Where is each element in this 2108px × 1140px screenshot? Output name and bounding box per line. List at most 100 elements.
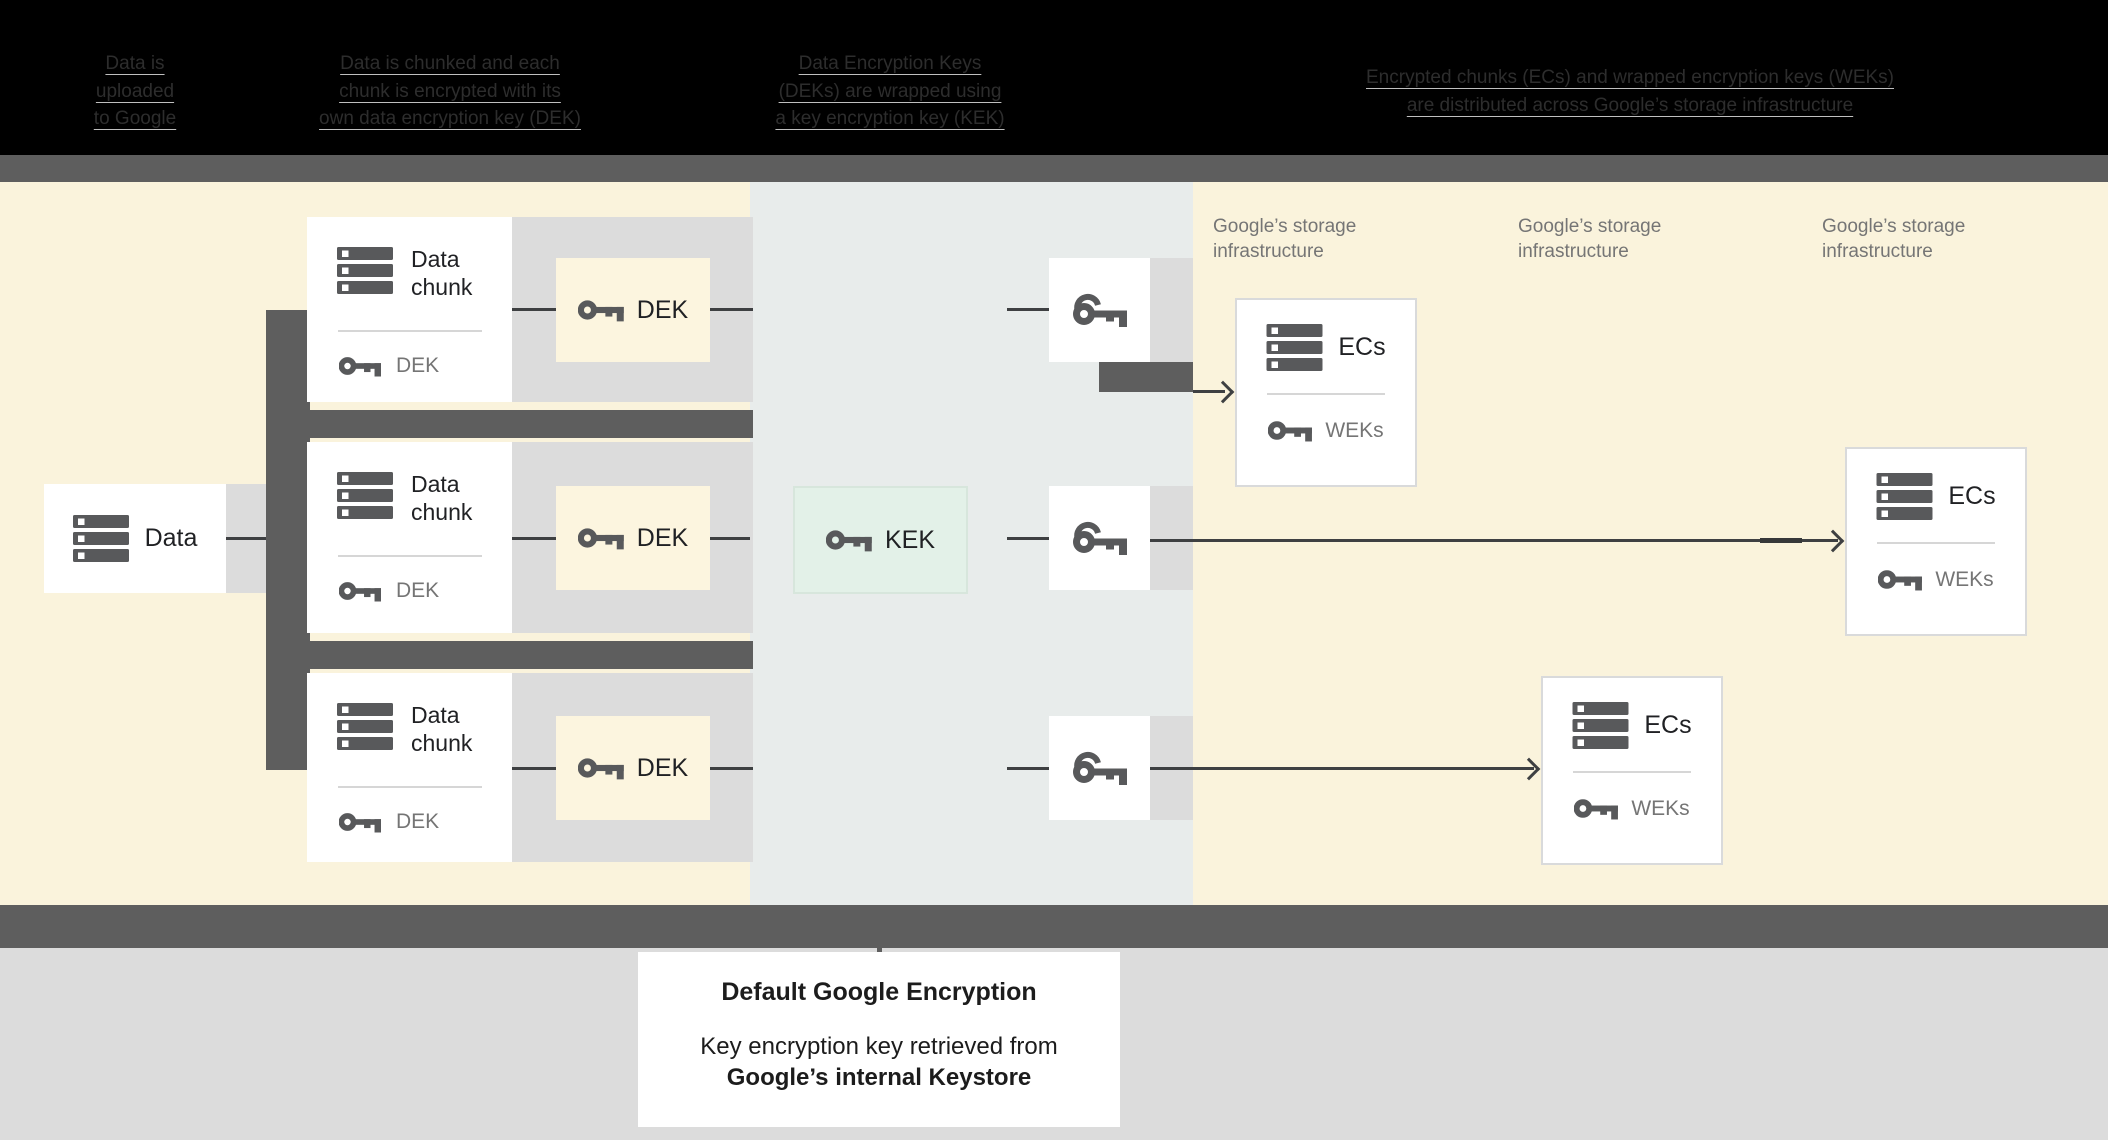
header-step-1-line: uploaded [95, 80, 175, 102]
server-icon [1876, 473, 1933, 520]
divider [1877, 542, 1995, 544]
dek-box-2: DEK [556, 486, 710, 590]
server-icon [337, 247, 393, 294]
caption-title: Default Google Encryption [721, 978, 1037, 1006]
server-icon [337, 703, 393, 750]
chunk-dek-label: DEK [396, 354, 440, 377]
dek-label: DEK [636, 753, 689, 782]
arrow-line-to-ecs3 [1150, 767, 1534, 770]
header-step-4-line: Encrypted chunks (ECs) and wrapped encry… [1366, 67, 1894, 88]
key-icon [578, 754, 624, 782]
storage-infra-line: Google’s storage [1213, 216, 1357, 237]
divider [338, 786, 482, 788]
ecs-label: ECs [1948, 482, 1996, 510]
wrapped-key-box-1 [1049, 258, 1150, 362]
arrow-line-to-ecs2 [1150, 539, 1838, 542]
header-step-2-line: own data encryption key (DEK) [319, 108, 581, 129]
row-separator-bar-2 [266, 641, 753, 669]
data-chunk-box-1: Data chunk DEK [307, 217, 512, 402]
storage-infra-label-2: Google’s storage infrastructure [1518, 214, 1698, 264]
wrapped-key-box-2 [1049, 486, 1150, 590]
caption-line-2: Google’s internal Keystore [726, 1064, 1032, 1091]
data-chunk-box-2: Data chunk DEK [307, 442, 512, 633]
chunk-title: Data chunk [411, 702, 473, 756]
line-chunk2-to-dek2 [512, 537, 556, 540]
line-chunk3-to-dek3 [512, 767, 556, 770]
storage-infra-line: infrastructure [1518, 241, 1629, 262]
dek-label: DEK [636, 523, 689, 552]
divider [338, 555, 482, 557]
line-into-keybox3 [1007, 767, 1049, 770]
line-dek3-out [710, 767, 753, 770]
storage-infra-label-3: Google’s storage infrastructure [1822, 214, 2002, 264]
chunk-split-trunk [266, 310, 310, 770]
header-step-3-line: (DEKs) are wrapped using [778, 80, 1002, 102]
dek-box-1: DEK [556, 258, 710, 362]
dek-label: DEK [636, 295, 689, 324]
header-step-1-line: to Google [93, 108, 177, 129]
line-chunk1-to-dek1 [512, 308, 556, 311]
ecs-label: ECs [1338, 333, 1386, 361]
key-icon [578, 296, 624, 324]
header-step-3: Data Encryption Keys (DEKs) are wrapped … [730, 50, 1050, 133]
kek-box: KEK [793, 486, 968, 594]
dek-box-3: DEK [556, 716, 710, 820]
header-step-2-line: chunk is encrypted with its [339, 80, 561, 102]
line-kek-to-keybox2 [1007, 537, 1049, 540]
storage-infra-line: infrastructure [1213, 241, 1324, 262]
caption-line-1: Key encryption key retrieved from [700, 1033, 1058, 1060]
header-step-3-line: a key encryption key (KEK) [775, 108, 1005, 129]
storage-infra-line: Google’s storage [1518, 216, 1662, 237]
chunk-title: Data chunk [411, 246, 473, 300]
header-step-4: Encrypted chunks (ECs) and wrapped encry… [1280, 50, 1980, 119]
header-step-4-line: are distributed across Google’s storage … [1406, 94, 1854, 116]
divider [338, 330, 482, 332]
storage-infra-line: Google’s storage [1822, 216, 1966, 237]
chunk-dek-label: DEK [396, 579, 440, 602]
line-dek2-out [710, 537, 750, 540]
wrapped-key-sliver-1 [1150, 258, 1193, 362]
chunk-dek-label: DEK [396, 810, 440, 833]
line-into-keybox1 [1007, 308, 1049, 311]
caption-connector-notch [877, 948, 882, 953]
weks-label: WEKs [1325, 418, 1384, 442]
divider [1573, 771, 1691, 773]
header-step-1-line: Data is [105, 53, 165, 74]
server-icon [337, 472, 393, 519]
storage-infra-line: infrastructure [1822, 241, 1933, 262]
ecs-box-1: ECs WEKs [1235, 298, 1417, 487]
key-icon [339, 809, 381, 835]
key-icon [826, 526, 872, 554]
key-icon [339, 353, 381, 379]
key-icon [1268, 417, 1312, 444]
kek-label: KEK [884, 525, 936, 554]
divider [1267, 393, 1385, 395]
data-chunk-box-3: Data chunk DEK [307, 673, 512, 862]
storage-infra-label-1: Google’s storage infrastructure [1213, 214, 1393, 264]
ecs-box-2: ECs WEKs [1845, 447, 2027, 636]
arrow-line-thick-segment [1760, 538, 1802, 543]
data-label: Data [144, 524, 198, 552]
wrapped-key-sliver-2 [1150, 486, 1193, 590]
wrapped-key-icon [1073, 748, 1127, 788]
wrapped-key-icon [1073, 518, 1127, 558]
data-box: Data [44, 484, 226, 593]
key-icon [578, 524, 624, 552]
wrapped-key-box-3 [1049, 716, 1150, 820]
server-icon [1266, 324, 1323, 371]
chunk-title: Data chunk [411, 471, 473, 525]
wrapped-key-icon [1073, 290, 1127, 330]
top-divider-band [0, 155, 2108, 182]
bottom-divider-band [0, 905, 2108, 948]
wrapped-key1-connector-bar [1099, 362, 1193, 392]
header-step-2: Data is chunked and each chunk is encryp… [290, 50, 610, 133]
header-step-2-line: Data is chunked and each [340, 53, 560, 74]
weks-label: WEKs [1935, 567, 1994, 591]
weks-label: WEKs [1631, 796, 1690, 820]
ecs-label: ECs [1644, 711, 1692, 739]
header-step-1: Data is uploaded to Google [55, 50, 215, 133]
key-icon [1574, 795, 1618, 822]
header-step-3-line: Data Encryption Keys [798, 53, 982, 74]
line-data-to-trunk [226, 537, 266, 540]
